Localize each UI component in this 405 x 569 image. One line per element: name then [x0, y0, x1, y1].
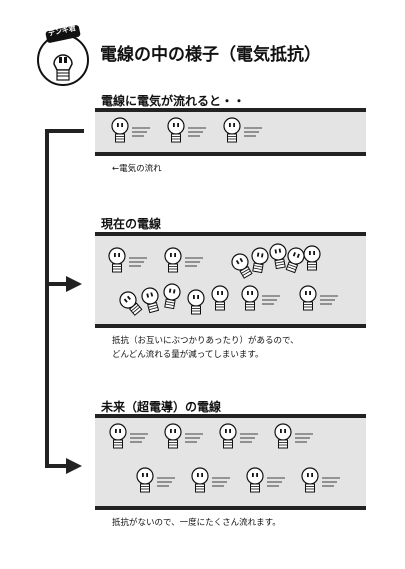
section-heading-future: 未来（超電導）の電線	[101, 400, 222, 414]
current-note-line2: どんどん流れる量が減ってしまいます。	[112, 350, 264, 360]
wire-panel-future	[95, 414, 366, 510]
wire-panel-flow	[95, 108, 366, 156]
wire-panel-current	[95, 232, 366, 328]
current-note-line1: 抵抗（お互いにぶつかりあったり）があるので、	[112, 336, 299, 346]
future-note: 抵抗がないので、一度にたくさん流れます。	[112, 518, 281, 528]
section-heading-flow: 電線に電気が流れると・・	[101, 94, 246, 108]
page-title: 電線の中の様子（電気抵抗）	[100, 45, 321, 65]
section-heading-current: 現在の電線	[101, 217, 162, 231]
mascot-logo: デンキ君	[36, 22, 90, 92]
flow-direction-note: ←電気の流れ	[112, 164, 162, 174]
